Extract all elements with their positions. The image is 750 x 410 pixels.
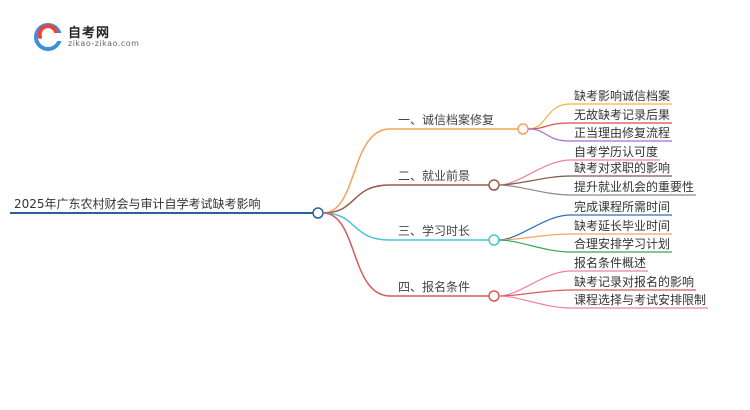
leaf-label: 正当理由修复流程 [574,125,670,140]
branch-node-circle [517,123,529,135]
logo-title: 自考网 [68,26,111,41]
leaf-connector [527,122,571,130]
site-logo[interactable]: 自考网 zikao-zikao.com [32,20,172,54]
branch-node-circle [488,290,500,302]
branch-label: 四、报名条件 [398,279,470,294]
leaf-connector [498,175,571,186]
logo-mark-icon [34,23,64,51]
leaf-label: 课程选择与考试安排限制 [574,292,706,307]
branch-label: 三、学习时长 [398,223,470,238]
root-topic-label: 2025年广东农村财会与审计自学考试缺考影响 [14,196,261,211]
leaf-connector [498,233,571,241]
leaf-connector [498,184,571,196]
leaf-connector [498,295,571,309]
branch-node-circle [488,179,500,191]
root-node-circle [312,207,324,219]
leaf-label: 缺考影响诚信档案 [574,88,670,103]
leaf-label: 自考学历认可度 [574,144,658,159]
leaf-connector [527,128,571,142]
leaf-label: 缺考对求职的影响 [574,160,670,175]
leaf-connector [498,289,571,297]
leaf-connector [498,239,571,253]
branch-connector [322,184,391,214]
branch-connector [322,212,391,241]
leaf-connector [498,159,571,186]
leaf-label: 报名条件概述 [574,255,646,270]
leaf-label: 无故缺考记录后果 [574,107,670,122]
leaf-label: 缺考延长毕业时间 [574,218,670,233]
branch-connector [322,128,391,214]
branch-label: 二、就业前景 [398,168,470,183]
leaf-label: 完成课程所需时间 [574,199,670,214]
branch-connector [322,212,391,297]
leaf-label: 提升就业机会的重要性 [574,179,694,194]
branch-label: 一、诚信档案修复 [398,112,494,127]
logo-subtitle: zikao-zikao.com [68,39,140,48]
leaf-label: 合理安排学习计划 [574,236,670,251]
branch-node-circle [488,234,500,246]
leaf-label: 缺考记录对报名的影响 [574,274,694,289]
